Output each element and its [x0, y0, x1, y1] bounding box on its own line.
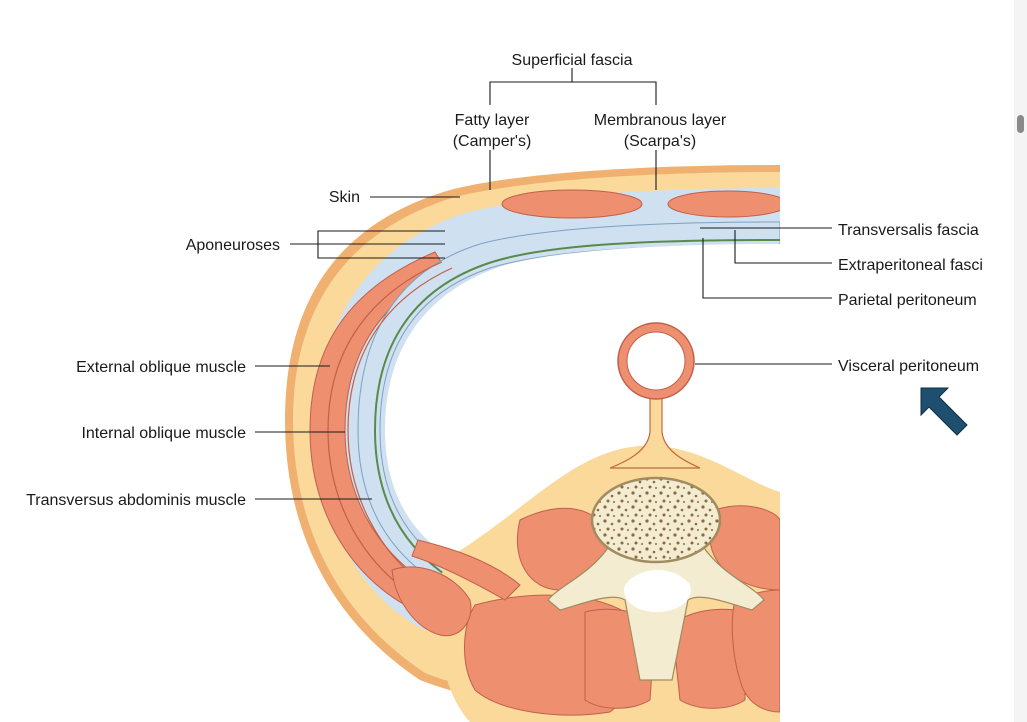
lateral-muscle-strip [391, 566, 472, 637]
label-transversalis-fascia: Transversalis fascia [838, 222, 979, 239]
right-fade [780, 150, 1014, 722]
gut-loop [609, 322, 701, 469]
parietal-peritoneum-line [373, 239, 781, 579]
label-skin: Skin [329, 189, 360, 206]
intestine-lumen [626, 331, 686, 391]
label-membranous-layer-line2: (Scarpa's) [624, 133, 696, 150]
leader-lines [255, 68, 832, 500]
vertebral-foramen [624, 570, 691, 612]
label-fatty-layer-line1: Fatty layer [455, 112, 530, 129]
leader-parietal-peritoneum [702, 238, 832, 299]
label-membranous-layer-line1: Membranous layer [594, 112, 727, 129]
label-external-oblique: External oblique muscle [76, 359, 246, 376]
vertebra [547, 476, 765, 681]
arrow-pointer-icon [920, 387, 968, 436]
back-muscle-center-right [671, 608, 746, 709]
vertebral-arch [547, 544, 765, 681]
vertebral-body [590, 476, 722, 564]
label-superficial-fascia: Superficial fascia [512, 52, 633, 69]
rectus-muscle-right [667, 190, 789, 218]
label-aponeuroses: Aponeuroses [186, 237, 280, 254]
label-fatty-layer-line2: (Camper's) [453, 133, 532, 150]
leader-extraperitoneal-fascia [734, 230, 832, 264]
back-muscle-right [731, 589, 781, 713]
label-visceral-peritoneum: Visceral peritoneum [838, 358, 979, 375]
label-parietal-peritoneum: Parietal peritoneum [838, 292, 977, 309]
scrollbar-thumb[interactable] [1017, 115, 1024, 133]
labels: Superficial fascia Fatty layer (Camper's… [26, 52, 983, 509]
mesentery [609, 394, 701, 469]
vertical-scrollbar[interactable] [1014, 0, 1027, 722]
leader-aponeuroses [317, 230, 445, 259]
transversus-line [347, 267, 453, 589]
abdominal-cavity [385, 244, 780, 560]
label-extraperitoneal-fascia: Extraperitoneal fasci [838, 257, 983, 274]
label-internal-oblique: Internal oblique muscle [81, 425, 246, 442]
label-transversus-abdominis: Transversus abdominis muscle [26, 492, 246, 509]
rectus-muscle-left [501, 189, 643, 219]
quadratus-muscle [411, 539, 521, 601]
internal-oblique-line [327, 261, 443, 598]
bracket-superficial-fascia [489, 81, 657, 105]
